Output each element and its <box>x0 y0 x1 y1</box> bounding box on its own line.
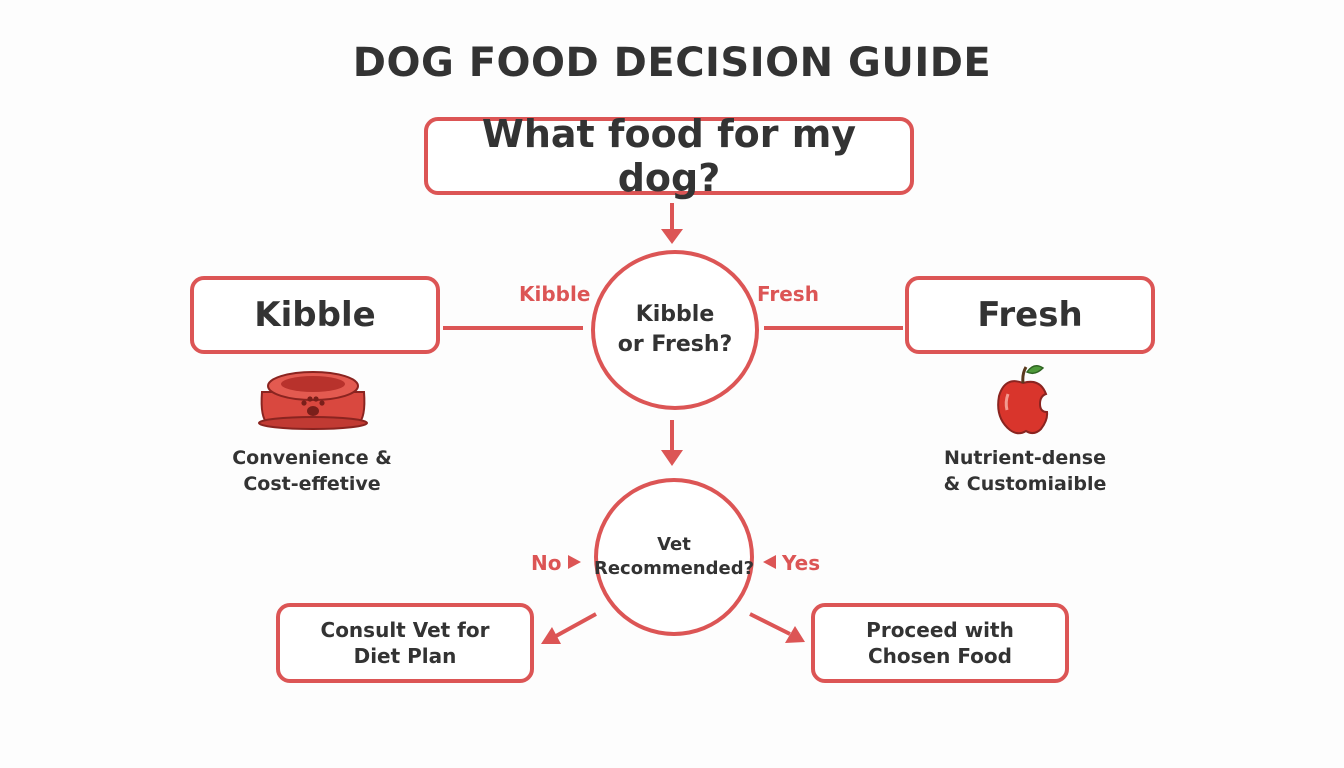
edge-label-fresh: Fresh <box>757 282 819 306</box>
node-kibble-text: Kibble <box>254 295 376 335</box>
node-proceed-line-1: Proceed with <box>866 618 1014 642</box>
node-kibble-or-fresh-line-1: Kibble <box>635 302 715 327</box>
node-proceed-line-2: Chosen Food <box>868 644 1012 668</box>
caption-fresh-line-1: Nutrient-dense <box>944 447 1106 469</box>
node-kibble-or-fresh: Kibble or Fresh? <box>591 250 759 410</box>
node-fresh-text: Fresh <box>977 295 1083 335</box>
node-fresh: Fresh <box>905 276 1155 354</box>
caption-fresh: Nutrient-dense & Customiaible <box>925 445 1125 497</box>
yes-pointer-icon <box>763 555 776 569</box>
node-consult-vet-line-1: Consult Vet for <box>320 618 490 642</box>
caption-kibble-line-2: Cost-effetive <box>243 473 381 495</box>
node-consult-vet-line-2: Diet Plan <box>353 644 457 668</box>
dog-bowl-icon <box>258 371 368 430</box>
arrowhead-choice-to-vet <box>661 450 683 466</box>
caption-fresh-line-2: & Customiaible <box>943 473 1107 495</box>
node-consult-vet: Consult Vet for Diet Plan <box>276 603 534 683</box>
node-question: What food for my dog? <box>424 112 914 200</box>
connector-vet-to-proceed <box>749 612 791 636</box>
node-vet-recommended-line-1: Vet <box>657 534 691 555</box>
node-vet-recommended: Vet Recommended? <box>594 478 754 636</box>
node-question-text: What food for my dog? <box>481 112 857 200</box>
arrowhead-question-to-choice <box>661 229 683 244</box>
edge-label-kibble: Kibble <box>519 282 591 306</box>
arrowhead-vet-to-proceed <box>785 626 805 643</box>
node-kibble: Kibble <box>190 276 440 354</box>
edge-label-no: No <box>531 551 562 575</box>
no-pointer-icon <box>568 555 581 569</box>
connector-vet-to-consult <box>555 612 597 638</box>
node-vet-recommended-line-2: Recommended? <box>593 558 755 579</box>
page-title: DOG FOOD DECISION GUIDE <box>352 40 992 86</box>
node-kibble-or-fresh-line-2: or Fresh? <box>617 332 733 357</box>
caption-kibble: Convenience & Cost-effetive <box>212 445 412 497</box>
edge-label-yes: Yes <box>782 551 821 575</box>
arrowhead-vet-to-consult <box>541 627 561 644</box>
caption-kibble-line-1: Convenience & <box>232 447 392 469</box>
node-proceed: Proceed with Chosen Food <box>811 603 1069 683</box>
apple-icon <box>997 365 1049 435</box>
